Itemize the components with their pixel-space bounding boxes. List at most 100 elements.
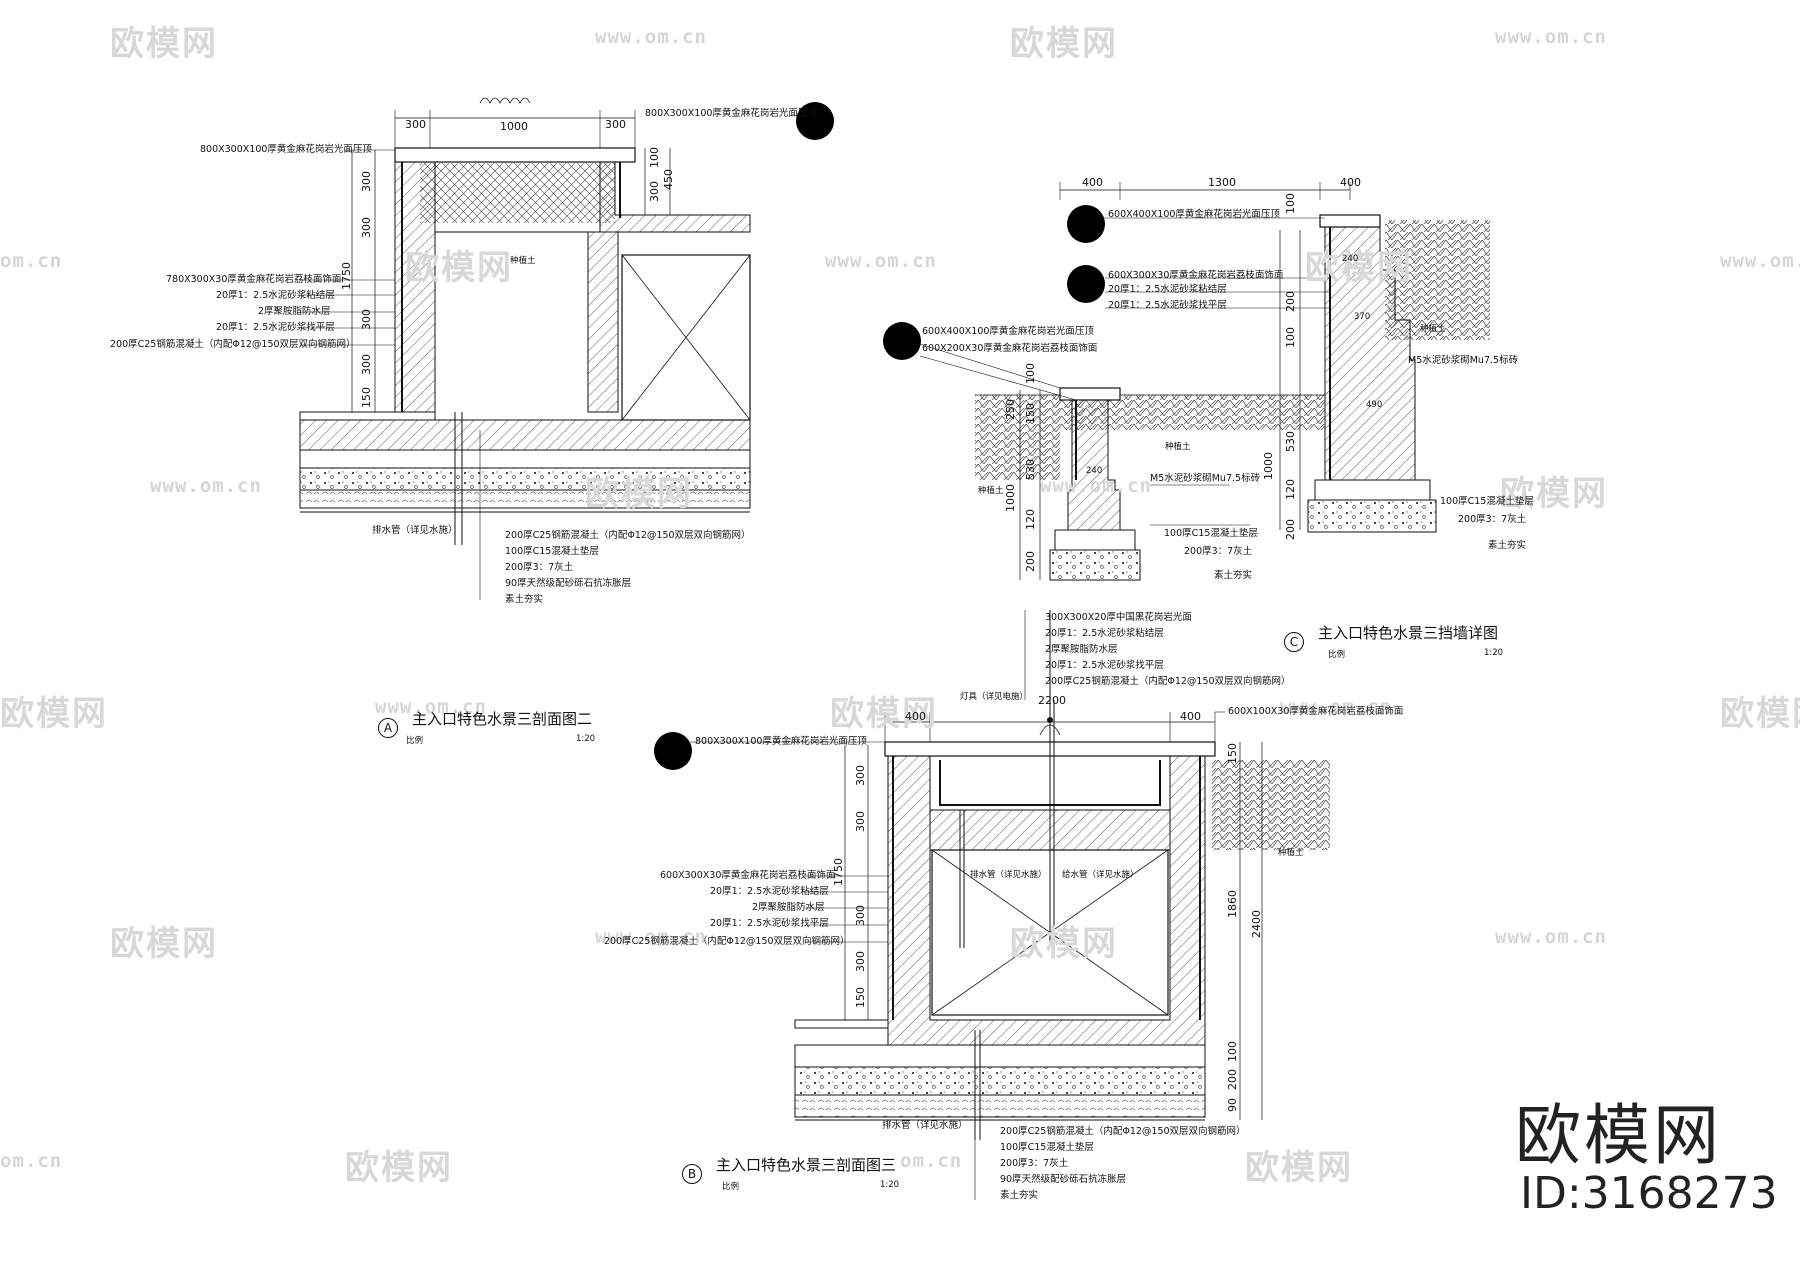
label-b-base-1: 200厚C25钢筋混凝土（内配Φ12@150双层双向钢筋网） bbox=[1000, 1126, 1246, 1137]
watermark-url: www.om.cn bbox=[595, 926, 707, 948]
dim-c-small-1: 100 bbox=[1024, 363, 1037, 384]
label-a-layer-2: 20厚1：2.5水泥砂浆粘结层 bbox=[216, 290, 335, 301]
label-c-soil-top: 种植土 bbox=[1420, 324, 1446, 334]
dim-b-right-1: 150 bbox=[1226, 743, 1239, 764]
section-c-scale: 1:20 bbox=[1484, 648, 1504, 658]
label-c-found-1: 100厚C15混凝土垫层 bbox=[1440, 496, 1534, 507]
watermark-url: om.cn bbox=[0, 250, 63, 272]
label-b-layer-5: 200厚C25钢筋混凝土（内配Φ12@150双层双向钢筋网） bbox=[604, 936, 850, 947]
dim-c-wall-1: 240 bbox=[1342, 254, 1359, 264]
dim-b-left-6: 150 bbox=[854, 987, 867, 1008]
dim-a-left-5: 300 bbox=[360, 354, 373, 375]
dim-c-small-3: 150 bbox=[1024, 403, 1037, 424]
label-b-top-1: 300X300X20厚中国黑花岗岩光面 bbox=[1045, 612, 1192, 623]
label-b-top-3: 2厚聚胺脂防水层 bbox=[1045, 644, 1118, 655]
label-c-small-coping: 600X400X100厚黄金麻花岗岩光面压顶 bbox=[922, 326, 1094, 337]
section-a-bubble: A bbox=[378, 718, 398, 738]
dim-c-big-5: 1000 bbox=[1262, 452, 1275, 480]
section-c-bubble: C bbox=[1284, 632, 1304, 652]
dim-a-right-2: 300 bbox=[648, 181, 661, 202]
section-b bbox=[690, 610, 1330, 1200]
dim-a-top-1: 300 bbox=[405, 118, 426, 131]
label-b-base-4: 90厚天然级配砂砾石抗冻胀层 bbox=[1000, 1174, 1127, 1185]
marker-dot bbox=[1067, 205, 1105, 243]
label-c-found-small-2: 200厚3：7灰土 bbox=[1184, 546, 1253, 557]
dim-b-left-4: 300 bbox=[854, 905, 867, 926]
label-a-base-2: 100厚C15混凝土垫层 bbox=[505, 546, 599, 557]
label-a-layer-5: 200厚C25钢筋混凝土（内配Φ12@150双层双向钢筋网） bbox=[110, 339, 356, 350]
label-a-layer-1: 780X300X30厚黄金麻花岗岩荔枝面饰面 bbox=[166, 274, 342, 285]
label-b-pipe-drain: 排水管（详见水施） bbox=[970, 870, 1047, 880]
section-c bbox=[919, 182, 1490, 581]
watermark-url: www.om.cn bbox=[595, 26, 707, 48]
label-b-left-top: 800X300X100厚黄金麻花岗岩光面压顶 bbox=[695, 736, 867, 747]
label-c-coping: 600X400X100厚黄金麻花岗岩光面压顶 bbox=[1108, 209, 1280, 220]
dim-c-top-2: 1300 bbox=[1208, 176, 1236, 189]
label-c-brick-small: M5水泥砂浆砌Mu7.5标砖 bbox=[1150, 473, 1261, 484]
label-a-layer-4: 20厚1：2.5水泥砂浆找平层 bbox=[216, 322, 335, 333]
label-a-soil: 种植土 bbox=[510, 256, 536, 266]
label-b-right-top: 600X100X30厚黄金麻花岗岩荔枝面饰面 bbox=[1228, 706, 1404, 717]
label-b-base-2: 100厚C15混凝土垫层 bbox=[1000, 1142, 1094, 1153]
label-c-layer-2: 20厚1：2.5水泥砂浆粘结层 bbox=[1108, 284, 1227, 295]
watermark-url: om.cn bbox=[900, 1150, 963, 1172]
dim-a-top-3: 300 bbox=[605, 118, 626, 131]
dim-c-big-6: 120 bbox=[1284, 479, 1297, 500]
dim-c-big-7: 200 bbox=[1284, 519, 1297, 540]
watermark-logo: 欧模网 bbox=[585, 474, 693, 514]
label-a-base-3: 200厚3：7灰土 bbox=[505, 562, 574, 573]
label-c-found-2: 200厚3：7灰土 bbox=[1458, 514, 1527, 525]
dim-b-left-3: 1750 bbox=[832, 858, 845, 886]
dim-c-top-1: 400 bbox=[1082, 176, 1103, 189]
watermark-logo: 欧模网 bbox=[1720, 694, 1800, 734]
label-c-soil-mid: 种植土 bbox=[1165, 442, 1191, 452]
dim-a-left-2: 300 bbox=[360, 217, 373, 238]
label-b-layer-2: 20厚1：2.5水泥砂浆粘结层 bbox=[710, 886, 829, 897]
label-a-coping-left: 800X300X100厚黄金麻花岗岩光面压顶 bbox=[200, 144, 372, 155]
dim-c-small-5: 1000 bbox=[1004, 484, 1017, 512]
label-c-found-small-1: 100厚C15混凝土垫层 bbox=[1164, 528, 1258, 539]
dim-a-top-2: 1000 bbox=[500, 120, 528, 133]
watermark-logo: 欧模网 bbox=[1010, 24, 1118, 64]
label-b-top-5: 200厚C25钢筋混凝土（内配Φ12@150双层双向钢筋网） bbox=[1045, 676, 1291, 687]
label-b-top-4: 20厚1：2.5水泥砂浆找平层 bbox=[1045, 660, 1164, 671]
watermark-logo: 欧模网 bbox=[1245, 1148, 1353, 1188]
watermark-logo: 欧模网 bbox=[1500, 474, 1608, 514]
watermark-url: www.om.cn bbox=[1720, 250, 1800, 272]
dim-c-big-3: 100 bbox=[1284, 327, 1297, 348]
watermark-logo: 欧模网 bbox=[405, 248, 513, 288]
watermark-url: www.om.cn bbox=[375, 696, 487, 718]
label-b-top-2: 20厚1：2.5水泥砂浆粘结层 bbox=[1045, 628, 1164, 639]
marker-dot bbox=[1067, 265, 1105, 303]
label-a-layer-3: 2厚聚胺脂防水层 bbox=[258, 306, 331, 317]
label-b-bottom-pipe: 排水管（详见水施） bbox=[882, 1120, 968, 1131]
brand-logo-text: 欧模网 bbox=[1515, 1097, 1722, 1174]
dim-c-wall-3: 490 bbox=[1366, 400, 1383, 410]
section-b-scale: 1:20 bbox=[880, 1180, 900, 1190]
label-c-layer-3: 20厚1：2.5水泥砂浆找平层 bbox=[1108, 300, 1227, 311]
dim-c-top-3: 400 bbox=[1340, 176, 1361, 189]
section-a bbox=[299, 97, 751, 600]
dim-c-wall-2: 370 bbox=[1354, 312, 1371, 322]
label-a-base-5: 素土夯实 bbox=[505, 594, 544, 605]
section-a-scale-label: 比例 bbox=[406, 736, 424, 746]
section-c-title: 主入口特色水景三挡墙详图 bbox=[1318, 624, 1499, 642]
dim-a-left-6: 150 bbox=[360, 387, 373, 408]
watermark-logo: 欧模网 bbox=[0, 694, 108, 734]
watermark-url: www.om.cn bbox=[1495, 26, 1607, 48]
watermark-logo: 欧模网 bbox=[1305, 248, 1413, 288]
dim-a-left-1: 300 bbox=[360, 171, 373, 192]
section-a-scale: 1:20 bbox=[576, 734, 596, 744]
label-b-fountain: 灯具（详见电施） bbox=[960, 692, 1029, 702]
dim-c-small-7: 200 bbox=[1024, 551, 1037, 572]
label-b-layer-4: 20厚1：2.5水泥砂浆找平层 bbox=[710, 918, 829, 929]
label-a-base-1: 200厚C25钢筋混凝土（内配Φ12@150双层双向钢筋网） bbox=[505, 530, 751, 541]
dim-b-left-2: 300 bbox=[854, 811, 867, 832]
watermark-logo: 欧模网 bbox=[1010, 924, 1118, 964]
dim-b-top-3: 400 bbox=[1180, 710, 1201, 723]
dim-b-right-2: 1860 bbox=[1226, 890, 1239, 918]
section-a-title: 主入口特色水景三剖面图二 bbox=[412, 710, 593, 728]
dim-b-right-6: 90 bbox=[1226, 1098, 1239, 1112]
